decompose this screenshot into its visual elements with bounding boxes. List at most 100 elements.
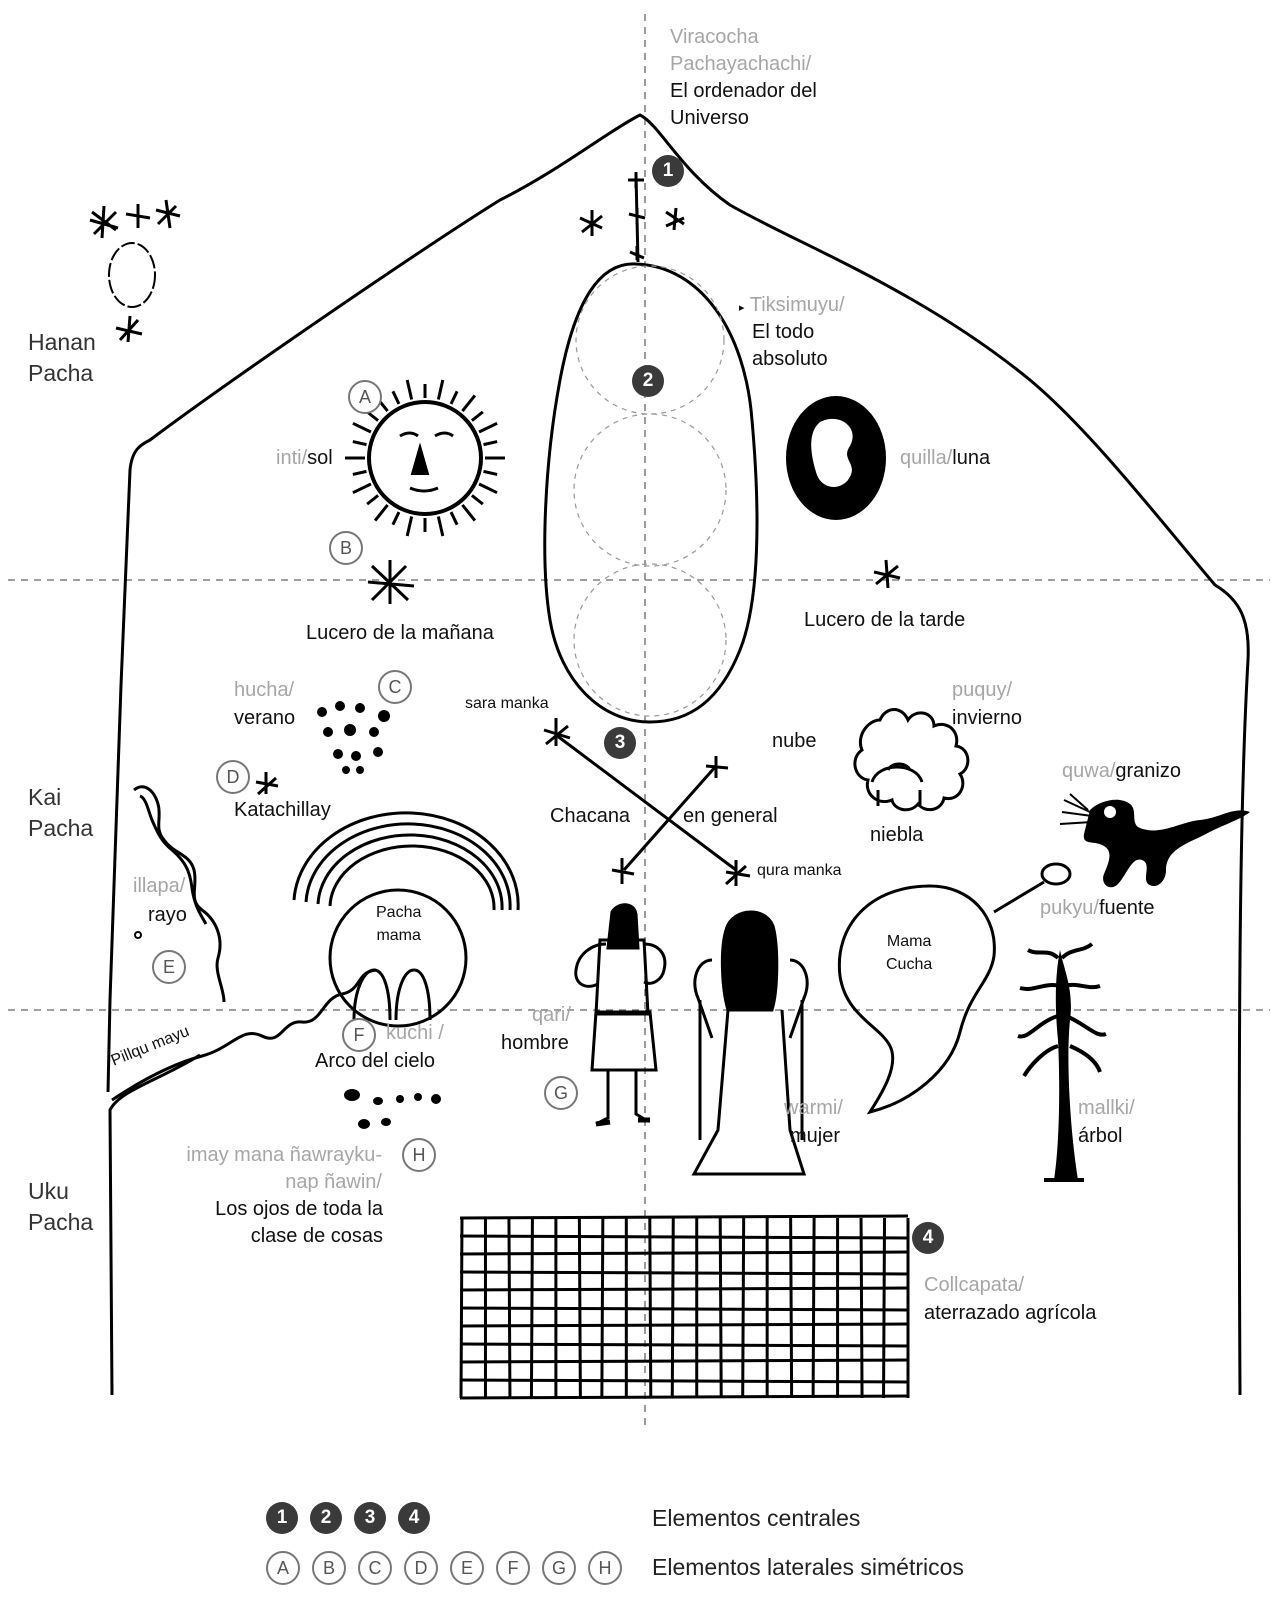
rainbow-icon xyxy=(292,811,520,911)
legend-letter-b: B xyxy=(312,1551,346,1585)
legend-central-label: Elementos centrales xyxy=(652,1505,861,1531)
illapa-spanish: rayo xyxy=(148,904,187,926)
marker-2: 2 xyxy=(632,365,664,397)
mamacucha-label: Mama Cucha xyxy=(886,933,933,973)
mallki-quechua: mallki/ xyxy=(1078,1097,1135,1119)
chacana-label: Chacana xyxy=(550,805,631,827)
legend-letter-c: C xyxy=(358,1551,392,1585)
warmi-quechua: warmi/ xyxy=(784,1097,843,1119)
marker-g: G xyxy=(544,1076,578,1110)
kuchi-quechua: kuchi / xyxy=(386,1022,444,1044)
puquy-quechua: puquy/ xyxy=(952,679,1013,701)
legend-letter-f: F xyxy=(496,1551,530,1585)
evening-star-icon xyxy=(873,559,901,589)
hail-creature-icon xyxy=(1059,793,1250,888)
ordenador-label: El ordenador del Universo xyxy=(670,80,817,129)
imay-spanish: Los ojos de toda la clase de cosas xyxy=(215,1198,383,1247)
temple-outline xyxy=(106,113,1250,1396)
quwa-quechua: quwa/ xyxy=(1062,760,1116,782)
sara-manka-label: sara manka xyxy=(465,695,549,712)
en-general-label: en general xyxy=(683,805,778,827)
woman-figure-icon xyxy=(691,910,809,1176)
mamacucha-lake-icon xyxy=(837,862,1072,1115)
egg-circle-top xyxy=(575,265,725,415)
warmi-spanish: mujer xyxy=(790,1125,841,1147)
marker-e: E xyxy=(152,950,186,984)
pachamama-label: Pacha mama xyxy=(376,904,422,944)
qari-spanish: hombre xyxy=(501,1032,569,1054)
lightning-icon xyxy=(133,785,226,1003)
tiksimuyu-quechua: Tiksimuyu/ xyxy=(749,294,845,316)
tree-icon xyxy=(1017,942,1107,1182)
marker-3: 3 xyxy=(604,727,636,759)
tiksimuyu-label: ▸ Tiksimuyu/ xyxy=(739,294,845,316)
egg-circle-bottom xyxy=(573,563,727,717)
lucero-manana-label: Lucero de la mañana xyxy=(306,622,494,644)
qura-manka-label: qura manka xyxy=(757,862,842,879)
quilla-spanish: luna xyxy=(952,447,991,469)
egg-circle-middle xyxy=(573,413,727,567)
realm-uku-pacha: Uku Pacha xyxy=(28,1178,94,1235)
legend-lateral-label: Elementos laterales simétricos xyxy=(652,1554,964,1580)
summer-stars-icon xyxy=(317,701,390,774)
tiksimuyu-egg xyxy=(543,262,759,724)
moon-icon xyxy=(786,396,886,520)
legend-letter-g: G xyxy=(542,1551,576,1585)
inti-quechua: inti/ xyxy=(276,447,308,469)
cloud-icon xyxy=(853,708,970,812)
kuchi-spanish: Arco del cielo xyxy=(315,1050,436,1072)
marker-h: H xyxy=(402,1138,436,1172)
viracocha-label: Viracocha Pachayachachi/ xyxy=(670,26,812,75)
katachillay-star-icon xyxy=(255,772,279,796)
hucha-spanish: verano xyxy=(234,707,296,729)
inti-label: inti/sol xyxy=(276,445,333,472)
legend-letter-e: E xyxy=(450,1551,484,1585)
legend-number-2: 2 xyxy=(310,1502,342,1534)
quwa-label: quwa/granizo xyxy=(1062,758,1181,785)
collcapata-spanish: aterrazado agrícola xyxy=(924,1302,1097,1324)
legend-letter-d: D xyxy=(404,1551,438,1585)
imay-quechua: imay mana ñawrayku- nap ñawin/ xyxy=(186,1144,382,1193)
marker-1: 1 xyxy=(652,155,684,187)
pukyu-label: pukyu/fuente xyxy=(1040,895,1155,922)
river-line xyxy=(111,968,377,1102)
man-figure-icon xyxy=(574,903,667,1127)
hucha-quechua: hucha/ xyxy=(234,679,295,701)
realm-hanan-pacha: Hanan Pacha xyxy=(28,329,96,386)
marker-b: B xyxy=(329,531,363,565)
lucero-tarde-label: Lucero de la tarde xyxy=(804,609,966,631)
chacana-cross-icon xyxy=(543,718,751,886)
katachillay-label: Katachillay xyxy=(234,799,331,821)
eyes-dots-icon xyxy=(344,1089,441,1129)
legend-letter-h: H xyxy=(588,1551,622,1585)
collcapata-quechua: Collcapata/ xyxy=(924,1274,1025,1296)
puquy-spanish: invierno xyxy=(952,707,1023,729)
star-cross-icon xyxy=(579,172,685,263)
niebla-label: niebla xyxy=(870,824,924,846)
inti-spanish: sol xyxy=(307,447,333,469)
legend-letter-a: A xyxy=(266,1551,300,1585)
pukyu-quechua: pukyu/ xyxy=(1040,897,1099,919)
terrace-grid-icon xyxy=(459,1214,910,1400)
tiksimuyu-spanish: El todo absoluto xyxy=(752,321,828,370)
marker-f: F xyxy=(342,1018,376,1052)
legend-number-1: 1 xyxy=(266,1502,298,1534)
legend-number-4: 4 xyxy=(398,1502,430,1534)
marker-4: 4 xyxy=(912,1222,944,1254)
quilla-quechua: quilla/ xyxy=(900,447,953,469)
hanan-stars-icon xyxy=(89,199,181,343)
quwa-spanish: granizo xyxy=(1115,760,1181,782)
pukyu-spanish: fuente xyxy=(1098,897,1155,919)
legend-number-3: 3 xyxy=(354,1502,386,1534)
sun-icon xyxy=(345,379,505,537)
quilla-label: quilla/luna xyxy=(900,445,990,472)
nube-label: nube xyxy=(772,730,817,752)
marker-c: C xyxy=(378,670,412,704)
realm-kai-pacha: Kai Pacha xyxy=(28,784,94,841)
drop-icon xyxy=(134,931,142,939)
mallki-spanish: árbol xyxy=(1078,1125,1123,1147)
